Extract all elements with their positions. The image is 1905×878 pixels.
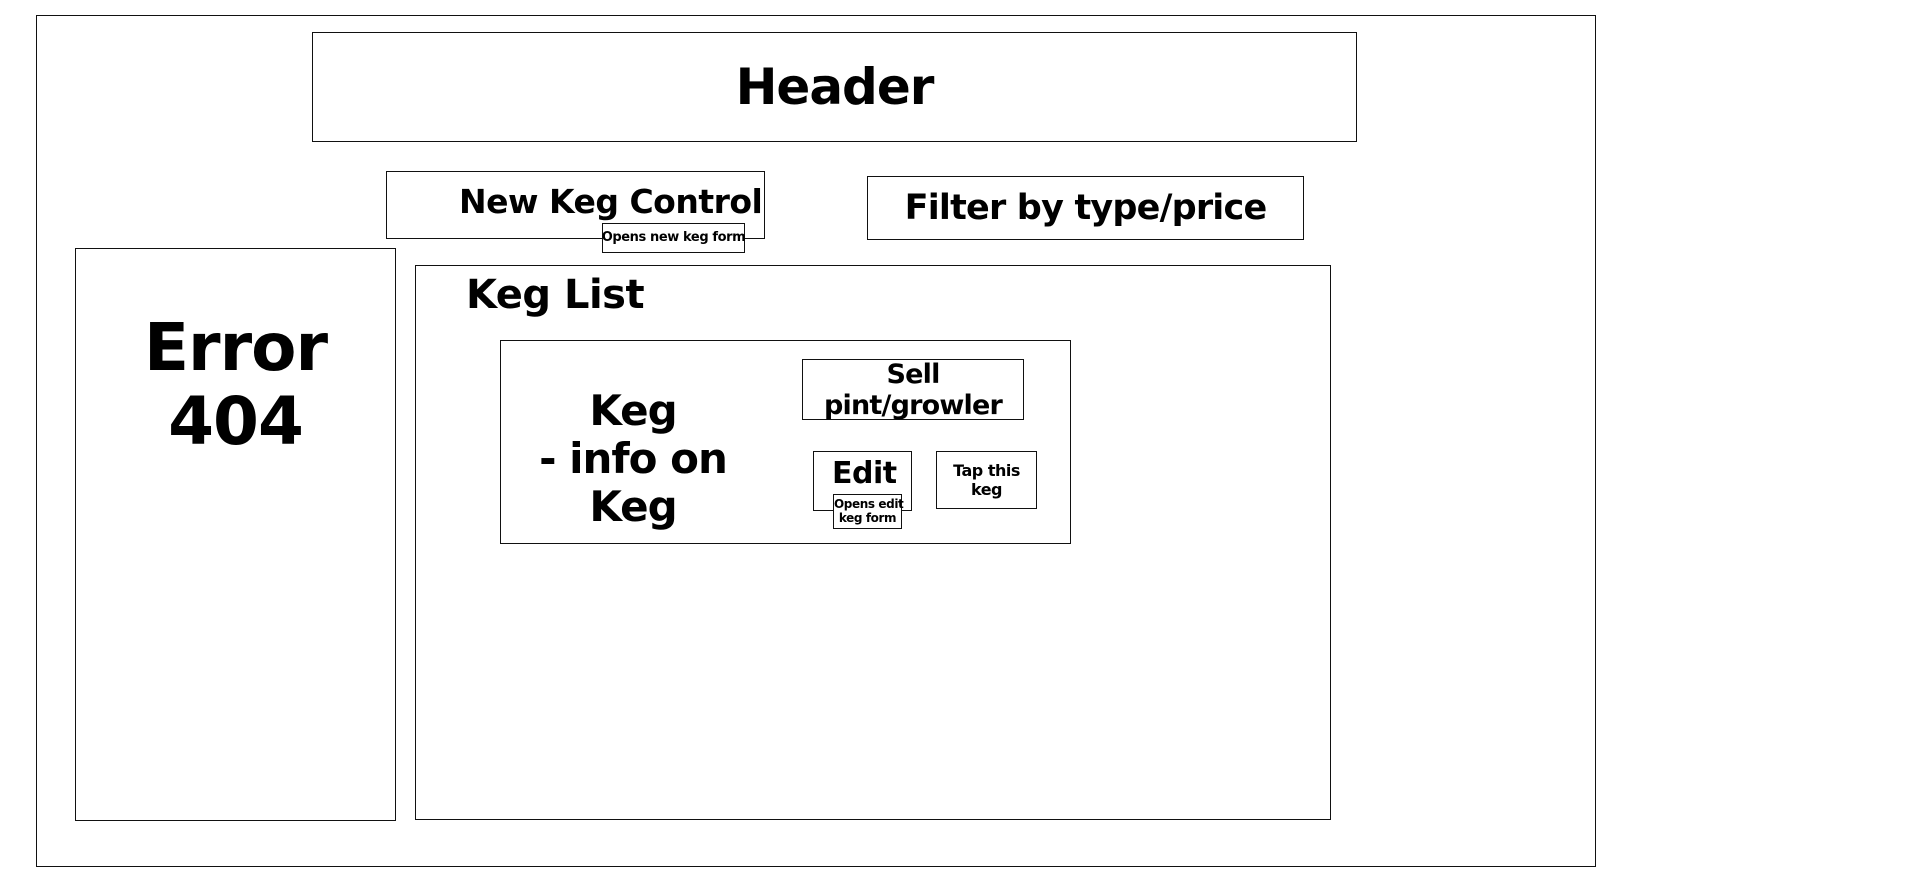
keg-name: Keg bbox=[589, 386, 677, 435]
new-keg-control-note: Opens new keg form bbox=[601, 223, 746, 253]
edit-button-note: Opens edit keg form bbox=[833, 494, 904, 529]
new-keg-control-button[interactable]: New Keg Control bbox=[386, 171, 765, 239]
error-title: Error bbox=[143, 309, 328, 386]
keg-info: Keg - info on Keg bbox=[513, 387, 753, 531]
error-code: 404 bbox=[168, 383, 304, 460]
new-keg-control-label: New Keg Control bbox=[459, 182, 763, 221]
error-text: Error 404 bbox=[76, 311, 395, 459]
keg-list-title: Keg List bbox=[466, 272, 645, 318]
error-panel: Error 404 bbox=[75, 248, 396, 821]
tap-button-label: Tap this keg bbox=[953, 461, 1020, 499]
keg-info-text: - info on Keg bbox=[539, 434, 728, 531]
header-box: Header bbox=[312, 32, 1357, 142]
filter-control[interactable]: Filter by type/price bbox=[867, 176, 1304, 240]
filter-label: Filter by type/price bbox=[904, 188, 1268, 228]
sell-pint-growler-button[interactable]: Sell pint/growler bbox=[802, 358, 1024, 421]
sell-button-label: Sell pint/growler bbox=[824, 358, 1003, 421]
edit-note-line1: Opens edit bbox=[834, 497, 904, 511]
new-keg-control-note-text: Opens new keg form bbox=[601, 230, 746, 245]
edit-button-label: Edit bbox=[832, 456, 897, 491]
tap-this-keg-button[interactable]: Tap this keg bbox=[936, 451, 1037, 509]
edit-button[interactable]: Edit bbox=[813, 451, 912, 511]
header-label: Header bbox=[735, 58, 935, 116]
edit-note-line2: keg form bbox=[838, 511, 897, 525]
